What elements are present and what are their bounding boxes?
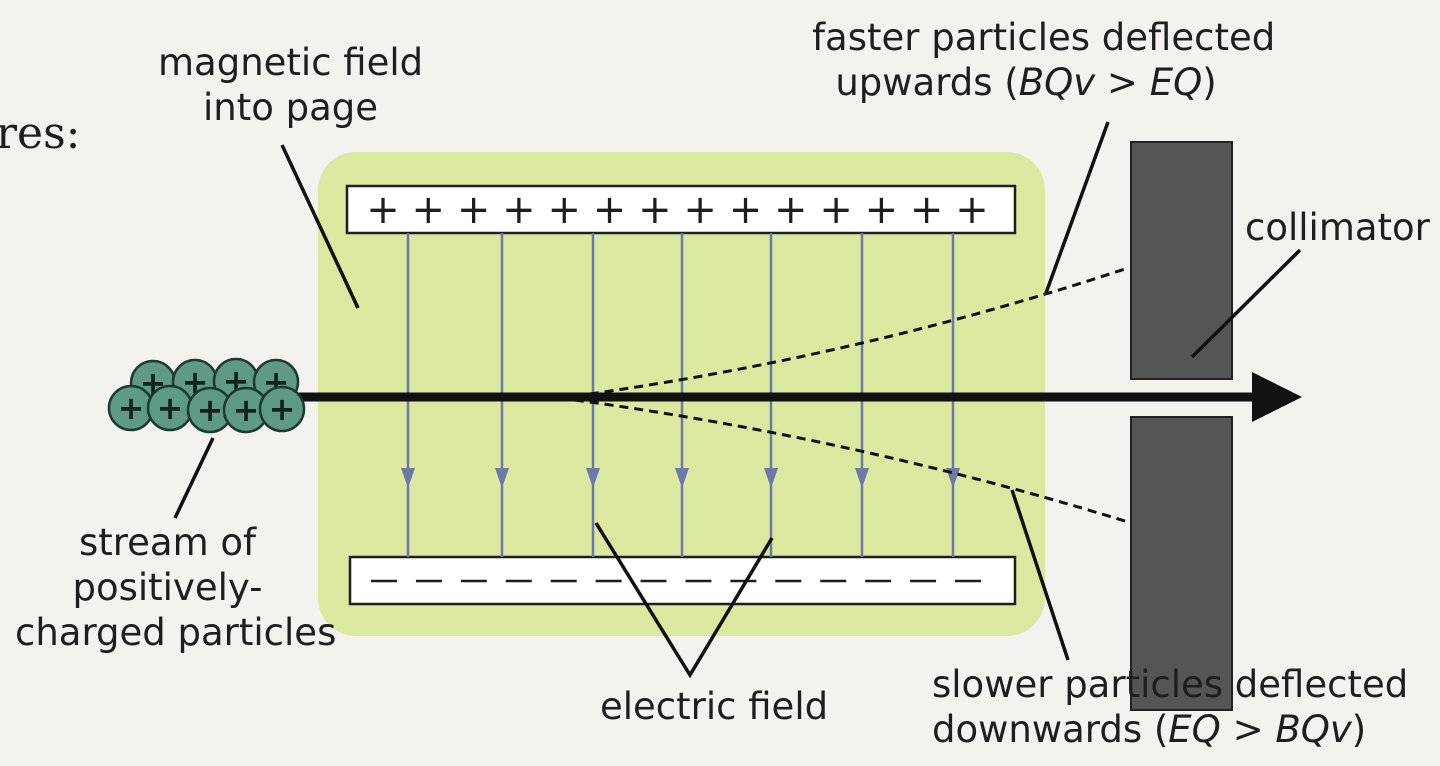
plus-sign: + xyxy=(457,187,491,233)
slower-label-prefix: downwards ( xyxy=(932,708,1169,752)
plus-sign: + xyxy=(865,187,899,233)
stream-label: stream of positively- charged particles xyxy=(15,520,337,655)
slower-leader xyxy=(1010,489,1070,661)
faster-label-line1: faster particles deflected xyxy=(812,16,1276,59)
plus-sign: + xyxy=(729,187,763,233)
stream-label-line3: charged particles xyxy=(15,611,337,655)
slower-label-bqv: BQv xyxy=(1275,708,1352,752)
electric-field-label: electric field xyxy=(600,685,829,728)
stream-label-line2: positively- xyxy=(72,566,263,610)
upward-deflected-path xyxy=(559,266,1129,400)
faster-label-line2: upwards (BQv > EQ) xyxy=(812,60,1240,105)
plus-sign: + xyxy=(412,187,446,233)
slower-particles-label: slower particles deflected downwards (EQ… xyxy=(932,662,1409,752)
faster-label-bqv: BQv xyxy=(1018,61,1096,105)
collimator-upper-block xyxy=(1130,141,1233,380)
field-line-arrowhead xyxy=(401,468,415,488)
particle-charge: + xyxy=(157,389,184,427)
plus-sign: + xyxy=(819,187,853,233)
faster-leader xyxy=(1044,121,1110,294)
plus-sign: + xyxy=(502,187,536,233)
faster-label-operator: > xyxy=(1095,61,1150,105)
stream-leader xyxy=(173,437,215,519)
particle-charge: + xyxy=(118,389,145,427)
stream-label-line1: stream of xyxy=(78,521,257,564)
plus-sign: + xyxy=(955,187,989,233)
positive-plate xyxy=(345,184,1017,235)
particle-charge: + xyxy=(233,391,260,429)
magnetic-field-label: magnetic field into page xyxy=(158,40,423,130)
particle-charge: + xyxy=(269,390,296,428)
slower-label-suffix: ) xyxy=(1351,708,1367,752)
field-line-arrowhead xyxy=(586,468,600,488)
collimator-leader xyxy=(1190,248,1302,359)
particle-stream: +++++++++ xyxy=(107,357,306,434)
particle xyxy=(258,385,306,433)
page-fragment-text: res: xyxy=(0,108,81,159)
plus-sign: + xyxy=(910,187,944,233)
faster-particles-label: faster particles deflected upwards (BQv … xyxy=(812,15,1276,105)
field-line-arrowhead xyxy=(764,468,778,488)
slower-label-line1: slower particles deflected xyxy=(932,663,1409,706)
positive-plate-signs: ++++++++++++++ xyxy=(366,187,989,233)
collimator-label: collimator xyxy=(1245,206,1430,249)
field-line-arrowhead xyxy=(855,468,869,488)
electric-field-leader xyxy=(594,522,774,679)
slower-label-line2: downwards (EQ > BQv) xyxy=(932,707,1367,752)
field-line-arrowhead xyxy=(675,468,689,488)
slower-label-operator: > xyxy=(1220,708,1276,752)
plus-sign: + xyxy=(774,187,808,233)
beam-arrowhead xyxy=(1252,372,1302,422)
faster-label-prefix: upwards ( xyxy=(835,61,1019,105)
plus-sign: + xyxy=(366,187,400,233)
plus-sign: + xyxy=(683,187,717,233)
faster-label-suffix: ) xyxy=(1202,61,1217,105)
magnetic-field-leader xyxy=(280,144,360,309)
magnetic-field-label-line2: into page xyxy=(202,86,379,130)
plus-sign: + xyxy=(547,187,581,233)
magnetic-field-label-line1: magnetic field xyxy=(158,41,424,84)
particle-charge: + xyxy=(197,391,224,429)
plus-sign: + xyxy=(638,187,672,233)
field-line-arrowhead xyxy=(495,468,509,488)
plus-sign: + xyxy=(593,187,627,233)
downward-deflected-path xyxy=(559,396,1129,524)
collimator-lower-block xyxy=(1130,416,1233,711)
faster-label-eq: EQ xyxy=(1149,61,1203,105)
slower-label-eq: EQ xyxy=(1168,708,1221,752)
